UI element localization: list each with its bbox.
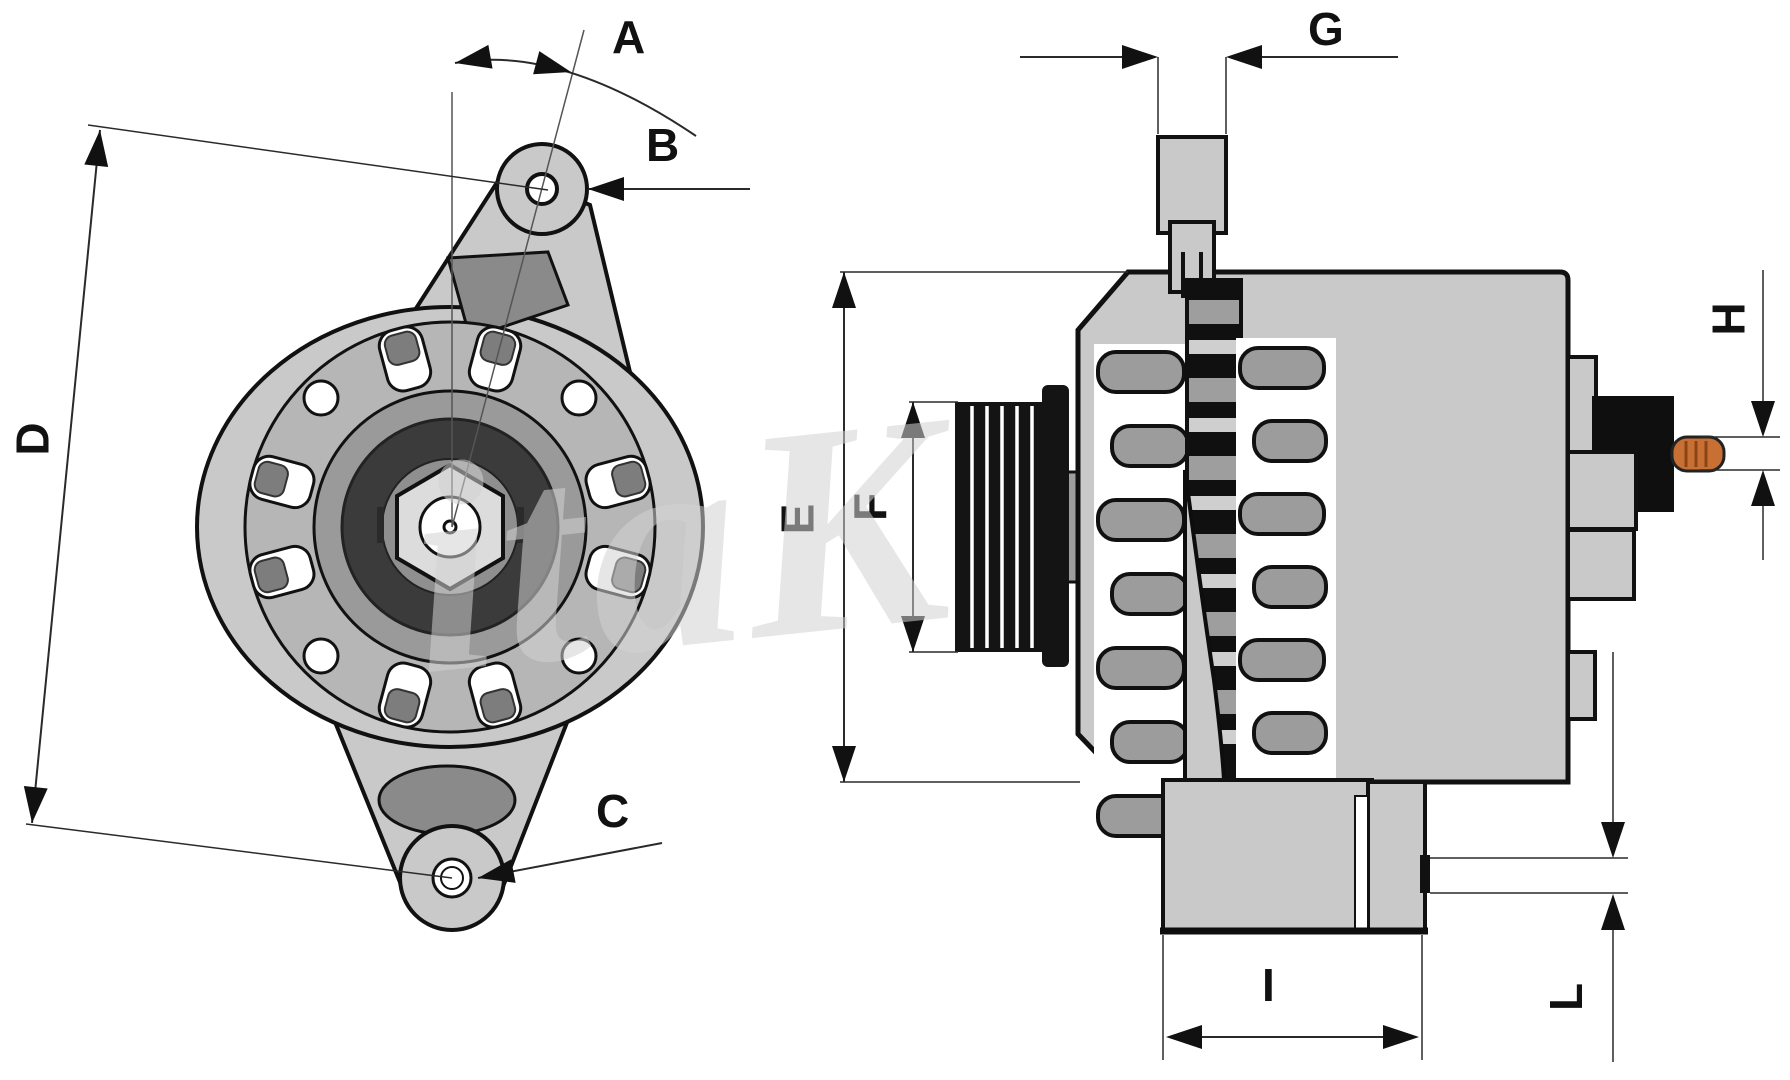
rear-terminal-block — [1566, 355, 1726, 721]
dim-label-d: D — [6, 422, 59, 456]
stator-windings-rear — [1236, 338, 1336, 862]
b-plus-stud — [1670, 435, 1726, 473]
stator-windings-front — [1094, 344, 1190, 844]
rotor-cutaway — [1183, 278, 1243, 782]
vent-slots — [248, 325, 652, 729]
dim-label-e: E — [771, 503, 824, 535]
top-lug — [1156, 135, 1228, 298]
dim-label-c: C — [596, 785, 630, 837]
shaft-nut — [395, 462, 505, 592]
dimension-arrowheads — [23, 44, 1775, 1049]
side-view-drawing — [955, 135, 1726, 935]
dim-label-i: I — [1262, 959, 1275, 1011]
dim-label-l: L — [1540, 982, 1593, 1012]
dim-label-g: G — [1308, 3, 1344, 55]
vent-holes — [302, 379, 598, 675]
bottom-mount-boss — [1160, 778, 1430, 935]
dim-label-a: A — [612, 11, 646, 63]
front-view-drawing — [195, 142, 705, 932]
dim-label-f: F — [844, 492, 897, 522]
dim-label-b: B — [646, 119, 680, 171]
dim-label-h: H — [1702, 302, 1755, 336]
pulley — [955, 385, 1069, 667]
